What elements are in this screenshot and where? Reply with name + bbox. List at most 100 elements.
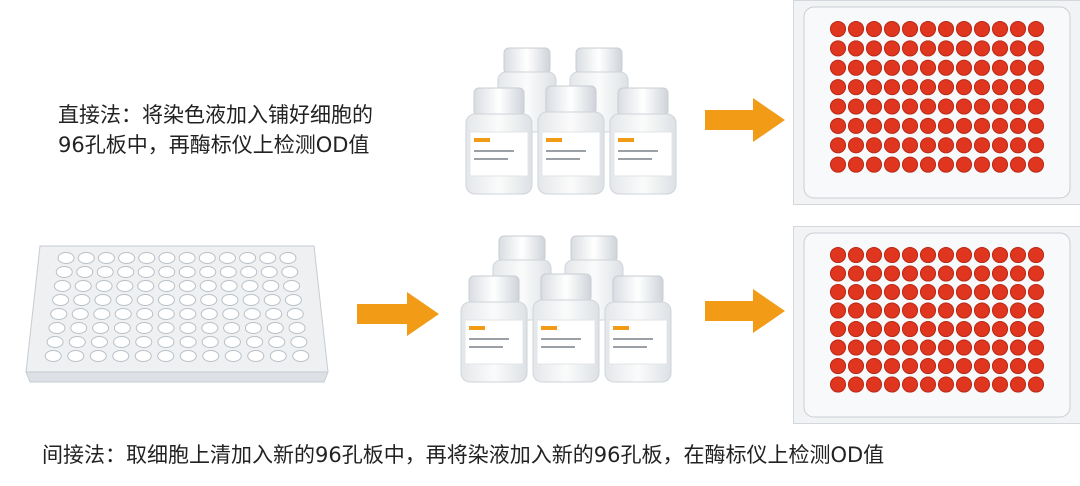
well bbox=[955, 357, 973, 375]
well bbox=[847, 59, 865, 76]
well bbox=[955, 20, 973, 38]
well bbox=[919, 246, 937, 264]
red-stained-plate bbox=[794, 227, 1080, 423]
well bbox=[114, 308, 132, 320]
well bbox=[919, 320, 937, 338]
well bbox=[259, 252, 277, 264]
well bbox=[97, 252, 115, 264]
well bbox=[847, 339, 865, 356]
well bbox=[955, 246, 973, 264]
well bbox=[955, 339, 973, 356]
well bbox=[158, 280, 176, 292]
well bbox=[973, 357, 991, 375]
well bbox=[919, 376, 937, 393]
well bbox=[829, 137, 847, 154]
well bbox=[901, 265, 919, 282]
well bbox=[937, 283, 955, 301]
well bbox=[955, 79, 973, 96]
well bbox=[1009, 79, 1027, 96]
well bbox=[937, 20, 955, 38]
well bbox=[973, 156, 991, 173]
well bbox=[847, 137, 865, 154]
well bbox=[901, 59, 919, 76]
red-stained-plate bbox=[794, 1, 1080, 204]
well bbox=[865, 246, 883, 264]
well bbox=[1009, 283, 1027, 301]
well bbox=[117, 266, 135, 278]
well bbox=[68, 336, 86, 348]
well bbox=[991, 98, 1009, 115]
well bbox=[883, 40, 901, 57]
well bbox=[955, 98, 973, 115]
well bbox=[1009, 20, 1027, 38]
well bbox=[829, 283, 847, 301]
well bbox=[865, 339, 883, 356]
well bbox=[200, 294, 218, 306]
well bbox=[937, 302, 955, 319]
well bbox=[955, 59, 973, 76]
well bbox=[71, 308, 89, 320]
well bbox=[57, 252, 75, 264]
well bbox=[865, 156, 883, 173]
well bbox=[847, 320, 865, 338]
well bbox=[44, 350, 62, 362]
well bbox=[221, 294, 239, 306]
well bbox=[919, 40, 937, 57]
well bbox=[77, 252, 95, 264]
well bbox=[901, 79, 919, 96]
well bbox=[829, 59, 847, 76]
well bbox=[991, 156, 1009, 173]
well bbox=[883, 20, 901, 38]
well bbox=[829, 40, 847, 57]
well bbox=[937, 98, 955, 115]
well bbox=[829, 20, 847, 38]
reagent-bottles-top bbox=[465, 47, 677, 195]
well bbox=[179, 350, 197, 362]
well bbox=[1009, 137, 1027, 154]
well bbox=[157, 350, 175, 362]
well bbox=[137, 280, 155, 292]
well bbox=[955, 137, 973, 154]
well bbox=[919, 98, 937, 115]
well bbox=[116, 280, 134, 292]
indirect-method-text: 间接法：取细胞上清加入新的96孔板中，再将染液加入新的96孔板，在酶标仪上检测O… bbox=[42, 443, 885, 467]
well bbox=[76, 266, 94, 278]
well bbox=[847, 40, 865, 57]
well bbox=[937, 320, 955, 338]
well bbox=[247, 350, 265, 362]
well bbox=[1027, 117, 1045, 134]
well bbox=[46, 336, 64, 348]
well bbox=[222, 308, 240, 320]
well bbox=[955, 117, 973, 134]
well bbox=[865, 265, 883, 282]
well bbox=[955, 302, 973, 319]
well bbox=[991, 339, 1009, 356]
well bbox=[218, 252, 236, 264]
well bbox=[865, 59, 883, 76]
well bbox=[919, 357, 937, 375]
well bbox=[1027, 59, 1045, 76]
well bbox=[973, 137, 991, 154]
well bbox=[919, 79, 937, 96]
well bbox=[74, 280, 92, 292]
well bbox=[219, 266, 237, 278]
well bbox=[1009, 117, 1027, 134]
well bbox=[96, 266, 114, 278]
well bbox=[955, 376, 973, 393]
well bbox=[847, 98, 865, 115]
well bbox=[883, 357, 901, 375]
arrow-right-icon bbox=[705, 98, 785, 142]
well bbox=[1027, 40, 1045, 57]
well bbox=[901, 339, 919, 356]
well bbox=[829, 376, 847, 393]
well bbox=[937, 117, 955, 134]
well bbox=[179, 322, 197, 334]
well bbox=[955, 265, 973, 282]
well bbox=[283, 280, 301, 292]
well bbox=[223, 322, 241, 334]
direct-method-text: 直接法：将染色液加入铺好细胞的 96孔板中，再酶标仪上检测OD值 bbox=[58, 100, 418, 160]
well bbox=[937, 137, 955, 154]
well bbox=[847, 376, 865, 393]
well bbox=[284, 294, 302, 306]
direct-method-line-1: 直接法：将染色液加入铺好细胞的 bbox=[58, 103, 373, 127]
